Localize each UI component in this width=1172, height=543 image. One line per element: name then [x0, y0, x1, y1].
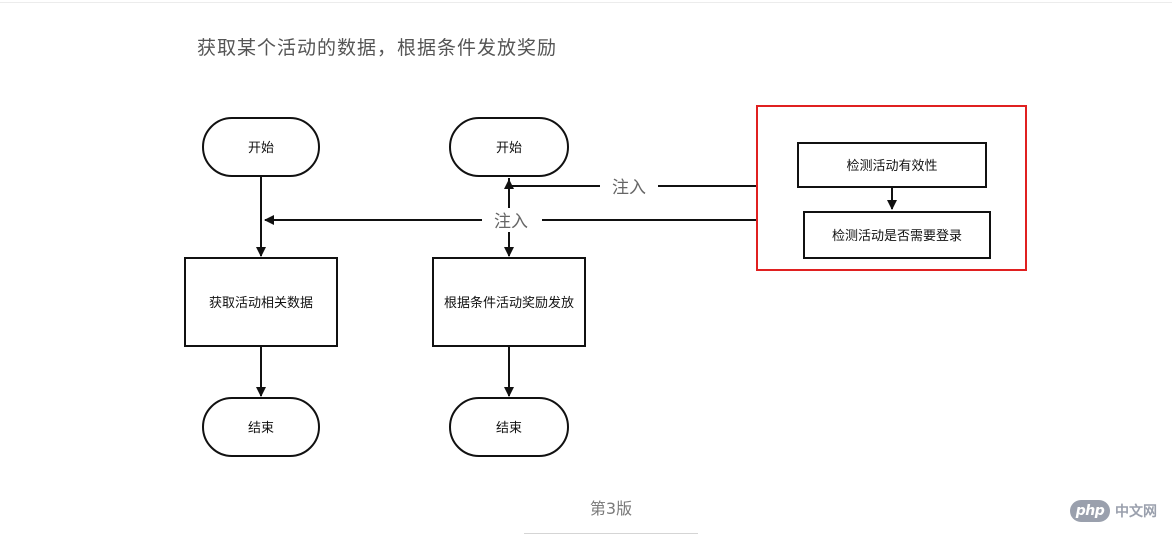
middle-start-node: [449, 117, 569, 177]
figure-caption: 第3版: [589, 499, 633, 518]
lower-inject-label: 注入: [494, 212, 528, 232]
middle-end-label: 结束: [496, 421, 522, 436]
check-login-label: 检测活动是否需要登录: [832, 229, 962, 244]
top-divider: [0, 2, 1172, 3]
left-flow: 开始 获取活动相关数据 结束: [184, 117, 338, 457]
check-login-node: [803, 211, 991, 259]
upper-inject-label-bg: [602, 174, 656, 198]
diagram-heading: 获取某个活动的数据，根据条件发放奖励: [197, 37, 558, 59]
upper-inject-label: 注入: [612, 178, 646, 198]
middle-process-label: 根据条件活动奖励发放: [444, 295, 574, 311]
left-end-node: [202, 397, 320, 457]
check-validity-node: [797, 142, 987, 188]
php-logo-icon: php: [1070, 500, 1110, 522]
left-process-label: 获取活动相关数据: [209, 296, 313, 311]
left-start-label: 开始: [248, 141, 274, 156]
aspect-box: 检测活动有效性 检测活动是否需要登录: [756, 105, 1027, 271]
middle-start-label: 开始: [496, 141, 522, 156]
left-end-label: 结束: [248, 421, 274, 436]
middle-flow: 开始 根据条件活动奖励发放 结束: [432, 117, 586, 457]
lower-inject-label-bg: [484, 208, 540, 232]
middle-process-node: [432, 257, 586, 347]
caption-underline: [524, 533, 698, 534]
watermark-text: 中文网: [1115, 504, 1157, 520]
middle-end-node: [449, 397, 569, 457]
aspect-highlight-border: [756, 105, 1027, 271]
site-watermark: php 中文网: [1070, 500, 1157, 522]
check-validity-label: 检测活动有效性: [846, 159, 937, 174]
injection-arrows: 注入 注入: [264, 174, 757, 232]
